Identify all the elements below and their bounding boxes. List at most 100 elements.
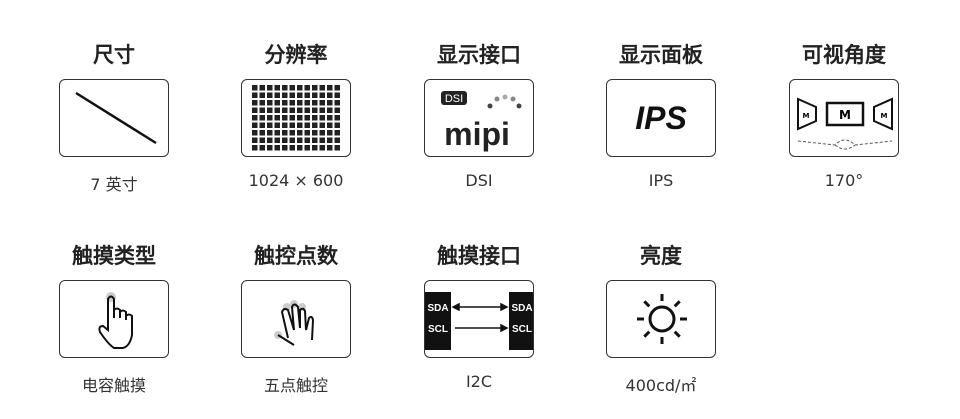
pixel-cell (274, 92, 280, 98)
pixel-cell (252, 100, 258, 106)
spec-value: I2C (465, 372, 493, 391)
pixel-cell (274, 115, 280, 121)
pixel-cell (312, 85, 318, 91)
pixel-cell (252, 137, 258, 143)
pixel-cell (267, 100, 273, 106)
pixel-cell (274, 107, 280, 113)
spec-title: 尺寸 (93, 43, 135, 67)
pixel-cell (282, 92, 288, 98)
viewing-angle-icon: M M M (789, 79, 899, 157)
pixel-cell (312, 107, 318, 113)
pixel-cell (334, 145, 340, 151)
sun-ray (673, 330, 681, 338)
pixel-cell (267, 130, 273, 136)
pixel-cell (259, 100, 265, 106)
pixel-cell (289, 115, 295, 121)
spec-value: 170° (824, 171, 864, 190)
pixel-cell (297, 100, 303, 106)
pixel-cell (267, 122, 273, 128)
pixel-cell (259, 145, 265, 151)
pixel-cell (274, 122, 280, 128)
sun-icon (606, 280, 716, 358)
pixel-cell (267, 137, 273, 143)
scl-left-label: SCL (428, 324, 448, 335)
spec-panel: 显示面板 IPS IPS (591, 41, 731, 190)
pixel-cell (297, 137, 303, 143)
pixel-cell (282, 145, 288, 151)
pixel-cell (274, 100, 280, 106)
spec-value: 400cd/㎡ (625, 376, 697, 395)
pixel-cell (289, 137, 295, 143)
pixel-cell (312, 130, 318, 136)
diagonal-line-icon (59, 79, 169, 157)
pixel-cell (304, 137, 310, 143)
pixel-cell (334, 137, 340, 143)
pixel-cell (259, 115, 265, 121)
pixel-cell (327, 115, 333, 121)
pixel-cell (274, 137, 280, 143)
pixel-cell (274, 145, 280, 151)
pixel-cell (327, 107, 333, 113)
pixel-cell (252, 145, 258, 151)
sun-ray (643, 330, 651, 338)
spec-title: 显示面板 (619, 43, 703, 67)
pixel-cell (327, 92, 333, 98)
pixel-cell (297, 107, 303, 113)
pixel-cell (334, 130, 340, 136)
pixel-cell (259, 107, 265, 113)
pixel-cell (319, 100, 325, 106)
pixel-cell (334, 107, 340, 113)
spec-value: 五点触控 (263, 376, 328, 395)
pixel-cell (327, 100, 333, 106)
svg-text:mipi: mipi (444, 116, 510, 152)
pixel-cell (289, 85, 295, 91)
pixel-cell (334, 92, 340, 98)
pixel-cell (282, 85, 288, 91)
pixel-cell (297, 92, 303, 98)
pixel-cell (252, 115, 258, 121)
spec-size: 尺寸 7 英寸 (44, 41, 184, 195)
pixel-cell (259, 130, 265, 136)
svg-text:M: M (881, 112, 888, 120)
pixel-cell (304, 130, 310, 136)
pixel-cell (282, 107, 288, 113)
spec-title: 触摸接口 (437, 244, 521, 268)
pixel-cell (319, 122, 325, 128)
pixel-cell (312, 145, 318, 151)
pixel-cell (304, 92, 310, 98)
pixel-cell (304, 145, 310, 151)
pixel-cell (327, 85, 333, 91)
pixel-cell (297, 85, 303, 91)
pixel-cell (304, 85, 310, 91)
pixel-cell (252, 130, 258, 136)
pixel-cell (327, 145, 333, 151)
pixel-cell (289, 145, 295, 151)
spec-value: 电容触摸 (81, 376, 146, 395)
pixel-cell (327, 130, 333, 136)
pixel-cell (267, 115, 273, 121)
pixel-cell (312, 122, 318, 128)
pixel-cell (282, 122, 288, 128)
ips-icon-text: IPS (635, 99, 687, 136)
pixel-cell (312, 100, 318, 106)
multi-touch-hand-icon (241, 280, 351, 358)
pixel-cell (334, 85, 340, 91)
spec-title: 亮度 (640, 244, 682, 268)
pixel-cell (267, 92, 273, 98)
pixel-cell (252, 85, 258, 91)
pixel-cell (304, 107, 310, 113)
svg-text:M: M (803, 112, 810, 120)
pixel-cell (259, 85, 265, 91)
pixel-cell (289, 100, 295, 106)
pixel-grid-icon (241, 79, 351, 157)
spec-value: 7 英寸 (90, 175, 138, 194)
pixel-cell (267, 145, 273, 151)
spec-touch-points: 触控点数 五点触控 (226, 242, 366, 396)
pixel-cell (297, 115, 303, 121)
pixel-cell (319, 145, 325, 151)
pixel-cell (297, 130, 303, 136)
svg-text:DSI: DSI (445, 93, 463, 105)
pixel-cell (304, 122, 310, 128)
ips-text-icon: IPS (606, 79, 716, 157)
